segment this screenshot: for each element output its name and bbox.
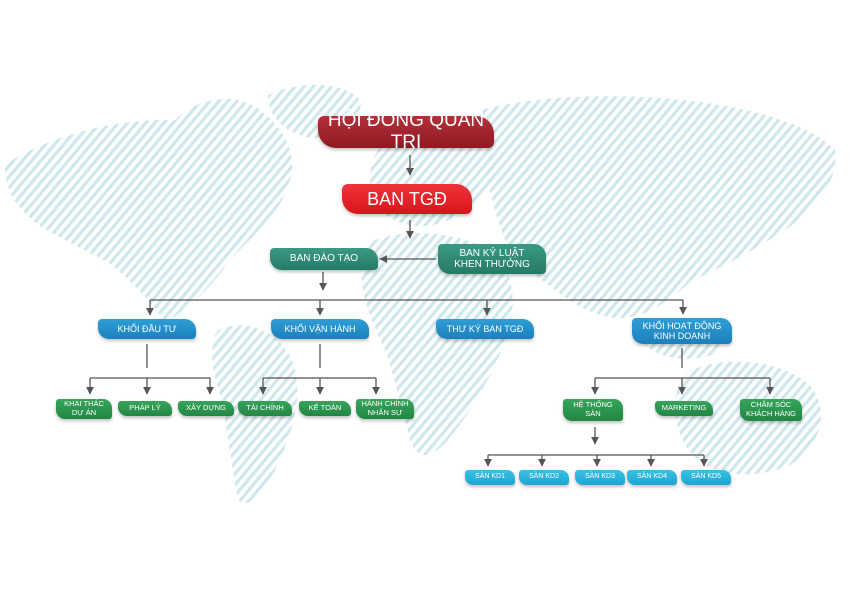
node-construction: XÂY DỰNG [178,401,234,416]
node-marketing: MARKETING [655,401,713,416]
map-asia [479,96,836,319]
node-finance-label: TÀI CHÍNH [246,403,284,413]
node-hr-line-2: NHÂN SỰ [367,408,403,417]
node-marketing-label: MARKETING [661,403,707,413]
node-exploitation-line-2: DỰ ÁN [71,408,97,417]
node-exploitation-line-1: KHAI THÁC [64,399,104,409]
node-floor-system-line-2: SÀN [585,409,601,418]
node-training-label: BAN ĐÀO TẠO [289,253,359,265]
node-investment-label: KHỐI ĐẦU TƯ [117,323,177,334]
node-legal: PHÁP LÝ [118,401,172,416]
node-business: KHỐI HOẠT ĐỘNG KINH DOANH [632,318,732,344]
node-construction-label: XÂY DỰNG [185,403,227,413]
map-north-america [5,98,293,323]
node-board: HỘI ĐỒNG QUẢN TRỊ [318,110,494,153]
node-ceo: BAN TGĐ [342,184,472,214]
node-board-label: HỘI ĐỒNG QUẢN TRỊ [327,110,485,153]
node-floor-system-line-1: HỆ THỐNG [573,400,613,410]
node-customer-care: CHĂM SÓC KHÁCH HÀNG [740,399,802,421]
node-floor-kd1: SÀN KD1 [465,470,515,485]
node-customer-care-line-2: KHÁCH HÀNG [745,409,796,418]
node-exploitation: KHAI THÁC DỰ ÁN [56,399,112,419]
node-secretary: THƯ KÝ BAN TGĐ [436,319,534,339]
node-investment: KHỐI ĐẦU TƯ [98,319,196,339]
node-legal-label: PHÁP LÝ [129,403,161,413]
node-business-line-1: KHỐI HOẠT ĐỘNG [642,320,722,331]
node-floor-kd2-label: SÀN KD2 [529,473,559,481]
node-floor-kd2: SÀN KD2 [519,470,569,485]
node-floor-kd1-label: SÀN KD1 [475,473,505,481]
map-africa [361,233,513,456]
node-customer-care-line-1: CHĂM SÓC [750,400,792,410]
node-floor-kd3: SÀN KD3 [575,470,625,485]
node-floor-kd5: SÀN KD5 [681,470,731,485]
node-accounting: KẾ TOÁN [299,401,351,416]
node-accounting-label: KẾ TOÁN [308,403,342,413]
node-operations-label: KHỐI VẬN HÀNH [284,323,356,334]
node-floor-kd3-label: SÀN KD3 [585,473,615,481]
node-floor-kd4: SÀN KD4 [627,470,677,485]
node-hr-line-1: HÀNH CHÍNH [361,399,409,409]
node-floor-kd5-label: SÀN KD5 [691,473,721,481]
node-discipline-line-1: BAN KỶ LUẬT [459,247,525,259]
node-discipline-line-2: KHEN THƯỞNG [454,259,530,270]
node-floor-kd4-label: SÀN KD4 [637,473,667,481]
node-discipline: BAN KỶ LUẬT KHEN THƯỞNG [438,244,546,274]
node-business-line-2: KINH DOANH [653,331,711,341]
node-finance: TÀI CHÍNH [238,401,292,416]
node-ceo-label: BAN TGĐ [367,188,447,209]
node-training: BAN ĐÀO TẠO [270,248,378,270]
node-floor-system: HỆ THỐNG SÀN [563,399,623,421]
node-operations: KHỐI VẬN HÀNH [271,319,369,339]
node-secretary-label: THƯ KÝ BAN TGĐ [446,323,524,334]
node-hr: HÀNH CHÍNH NHÂN SỰ [356,399,414,419]
